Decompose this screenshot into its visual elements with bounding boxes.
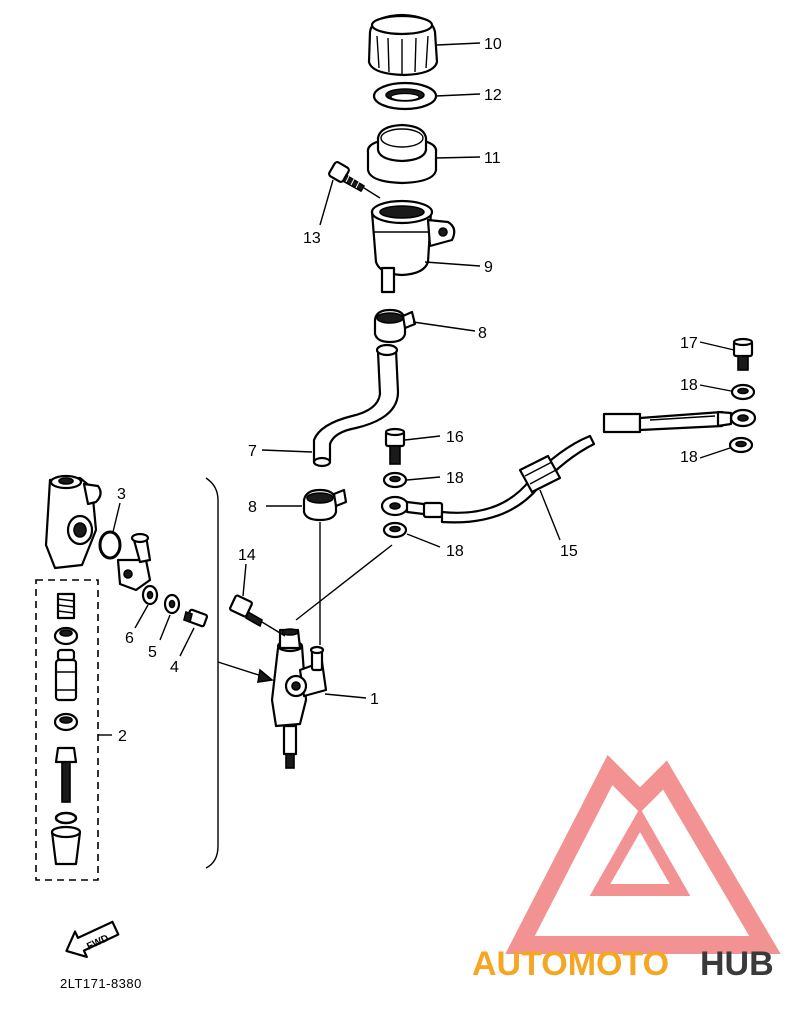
diagram-code: 2LT171-8380	[60, 976, 142, 991]
callout-label: 13	[303, 230, 321, 247]
diaphragm	[366, 123, 438, 185]
assembly-bracket	[205, 477, 219, 869]
hose-clamp-lower	[302, 488, 348, 522]
piston-kit	[50, 592, 82, 866]
callout-label: 14	[238, 547, 256, 564]
callout-label: 17	[680, 335, 698, 352]
copper-washer-a	[730, 383, 756, 401]
callout-label: 18	[446, 470, 464, 487]
copper-washer-c	[382, 471, 408, 489]
cylinder-body-left	[44, 474, 102, 570]
callout-label: 1	[370, 691, 379, 708]
callout-label: 18	[446, 543, 464, 560]
bolt	[183, 608, 209, 628]
elbow-joint	[116, 532, 152, 592]
callout-label: 18	[680, 377, 698, 394]
watermark-text-automoto: AUTOMOTO	[472, 945, 669, 983]
callout-label: 10	[484, 36, 502, 53]
screw	[328, 161, 366, 193]
center-line	[295, 544, 393, 621]
callout-label: 7	[248, 443, 257, 460]
callout-label: 3	[117, 486, 126, 503]
callout-label: 5	[148, 644, 157, 661]
watermark-logo	[505, 754, 781, 954]
hose-clamp-upper	[373, 308, 417, 344]
callout-label: 6	[125, 630, 134, 647]
washer	[141, 584, 159, 606]
union-bolt-lower	[384, 427, 406, 465]
callout-label: 2	[118, 728, 127, 745]
brake-hose	[380, 408, 757, 524]
callout-label: 4	[170, 659, 179, 676]
piston-kit-box	[35, 579, 99, 881]
callout-label: 8	[248, 499, 257, 516]
nut	[163, 593, 181, 615]
callout-label: 9	[484, 259, 493, 276]
callout-label: 16	[446, 429, 464, 446]
callout-label: 11	[484, 150, 501, 167]
copper-washer-b	[728, 436, 754, 454]
fwd-arrow-icon	[65, 920, 120, 959]
callout-label: 8	[478, 325, 487, 342]
master-cylinder	[270, 628, 328, 769]
callout-label: 15	[560, 543, 578, 560]
copper-washer-d	[382, 521, 408, 539]
union-bolt-upper	[732, 337, 754, 371]
callout-label: 18	[680, 449, 698, 466]
callout-label: 12	[484, 87, 502, 104]
o-ring	[98, 530, 122, 560]
diaphragm-plate	[372, 81, 438, 111]
watermark-text-hub: HUB	[700, 945, 774, 983]
reservoir-hose	[312, 343, 400, 468]
reservoir-tank	[370, 199, 456, 294]
bleed-bolt	[229, 594, 263, 628]
reservoir-cap	[367, 13, 439, 77]
center-line	[261, 621, 286, 637]
